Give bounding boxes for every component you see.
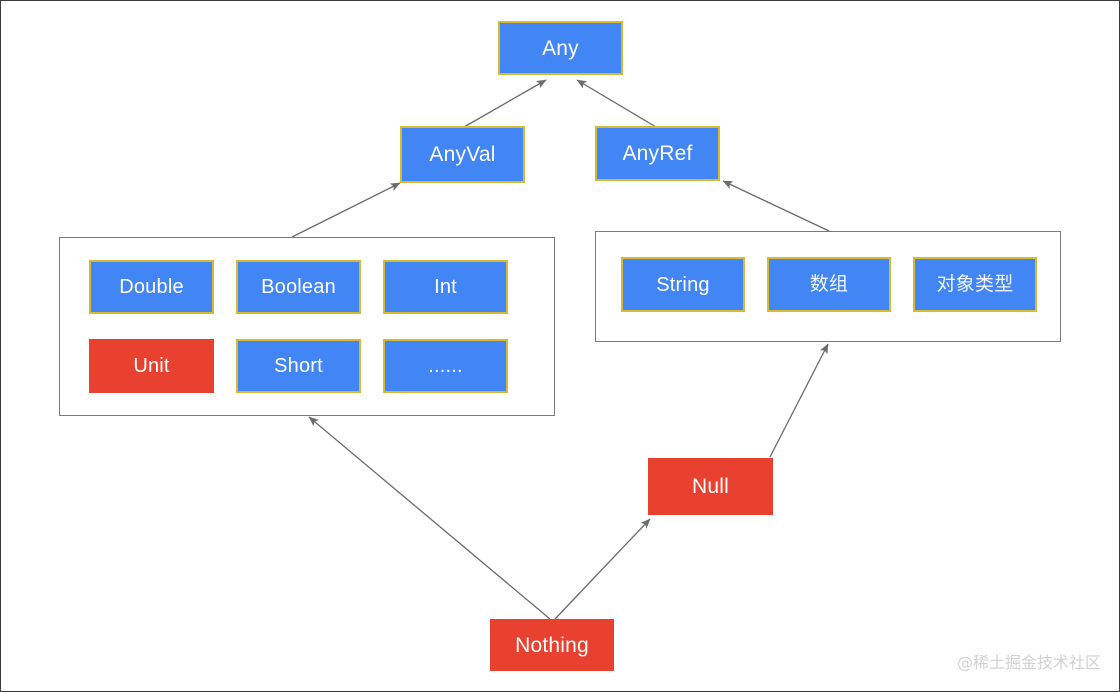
node-object-type-label: 对象类型 [936, 273, 1014, 295]
watermark: @稀土掘金技术社区 [957, 649, 1101, 673]
node-int-label: Int [434, 276, 457, 298]
node-unit-label: Unit [133, 355, 170, 377]
node-double[interactable]: Double [89, 260, 214, 314]
edge-refgroup-to-anyref [722, 180, 830, 232]
node-any[interactable]: Any [498, 21, 623, 75]
node-any-label: Any [542, 36, 579, 60]
edge-anyval-to-any [463, 79, 547, 128]
edge-valgroup-to-anyval [291, 182, 401, 238]
node-short[interactable]: Short [236, 339, 361, 393]
node-array[interactable]: 数组 [767, 257, 891, 312]
node-null-label: Null [692, 475, 729, 498]
node-int[interactable]: Int [383, 260, 508, 314]
node-nothing-label: Nothing [515, 633, 589, 657]
edge-null-to-refgroup [769, 343, 829, 458]
node-array-label: 数组 [809, 273, 849, 295]
node-string-label: String [656, 273, 710, 296]
edge-nothing-to-null [554, 518, 651, 620]
node-short-label: Short [274, 355, 323, 377]
node-unit[interactable]: Unit [89, 339, 214, 393]
node-boolean-label: Boolean [261, 276, 336, 298]
node-ellipsis-label: ...... [428, 355, 463, 377]
node-nothing[interactable]: Nothing [490, 619, 614, 671]
node-object-type[interactable]: 对象类型 [913, 257, 1037, 312]
node-anyref-label: AnyRef [622, 142, 693, 165]
node-double-label: Double [119, 276, 184, 298]
node-string[interactable]: String [621, 257, 745, 312]
edge-nothing-to-valgroup [308, 416, 551, 620]
node-null[interactable]: Null [648, 458, 773, 515]
watermark-text: @稀土掘金技术社区 [956, 653, 1101, 672]
node-ellipsis[interactable]: ...... [383, 339, 508, 393]
node-boolean[interactable]: Boolean [236, 260, 361, 314]
node-anyval[interactable]: AnyVal [400, 126, 525, 183]
edge-anyref-to-any [576, 79, 657, 128]
node-anyref[interactable]: AnyRef [595, 126, 720, 181]
node-anyval-label: AnyVal [429, 143, 496, 166]
